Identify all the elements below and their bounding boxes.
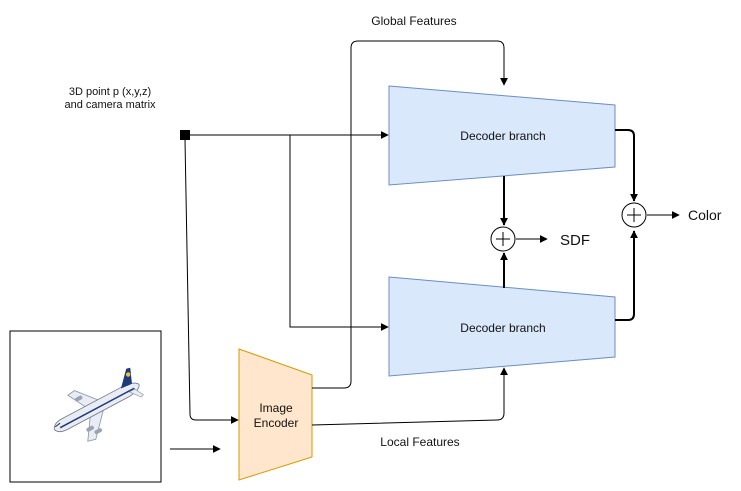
- encoder-label-line1: Image: [259, 401, 293, 415]
- connectors: [170, 40, 680, 453]
- decoder-branch-bottom: Decoder branch: [388, 276, 616, 377]
- global-features-label: Global Features: [371, 14, 456, 28]
- edge-point-to-encoder: [184, 139, 239, 424]
- edge-global-features: [312, 40, 508, 389]
- input-point-label-line1: 3D point p (x,y,z): [69, 86, 151, 98]
- input-point-node: [180, 130, 190, 140]
- decoder-top-label: Decoder branch: [460, 129, 545, 143]
- input-image-panel: [9, 330, 162, 483]
- edge-local-features: [311, 367, 508, 426]
- edge-point-to-bottom-decoder: [289, 135, 389, 331]
- input-point-label-line2: and camera matrix: [64, 99, 156, 111]
- edge-top-decoder-to-color: [615, 129, 638, 202]
- sdf-sum-operator: [490, 226, 516, 252]
- image-encoder: Image Encoder: [238, 348, 313, 481]
- local-features-label: Local Features: [380, 435, 459, 449]
- decoder-bottom-label: Decoder branch: [460, 321, 545, 335]
- color-output-label: Color: [688, 207, 722, 223]
- color-sum-operator: [621, 202, 647, 228]
- sdf-output-label: SDF: [560, 232, 590, 249]
- encoder-label-line2: Encoder: [254, 416, 299, 430]
- decoder-branch-top: Decoder branch: [388, 85, 616, 186]
- circled-plus-icon: [627, 208, 641, 222]
- edge-bottom-decoder-to-color: [615, 230, 638, 321]
- airplane-image: [53, 367, 144, 442]
- circled-plus-icon: [496, 232, 510, 246]
